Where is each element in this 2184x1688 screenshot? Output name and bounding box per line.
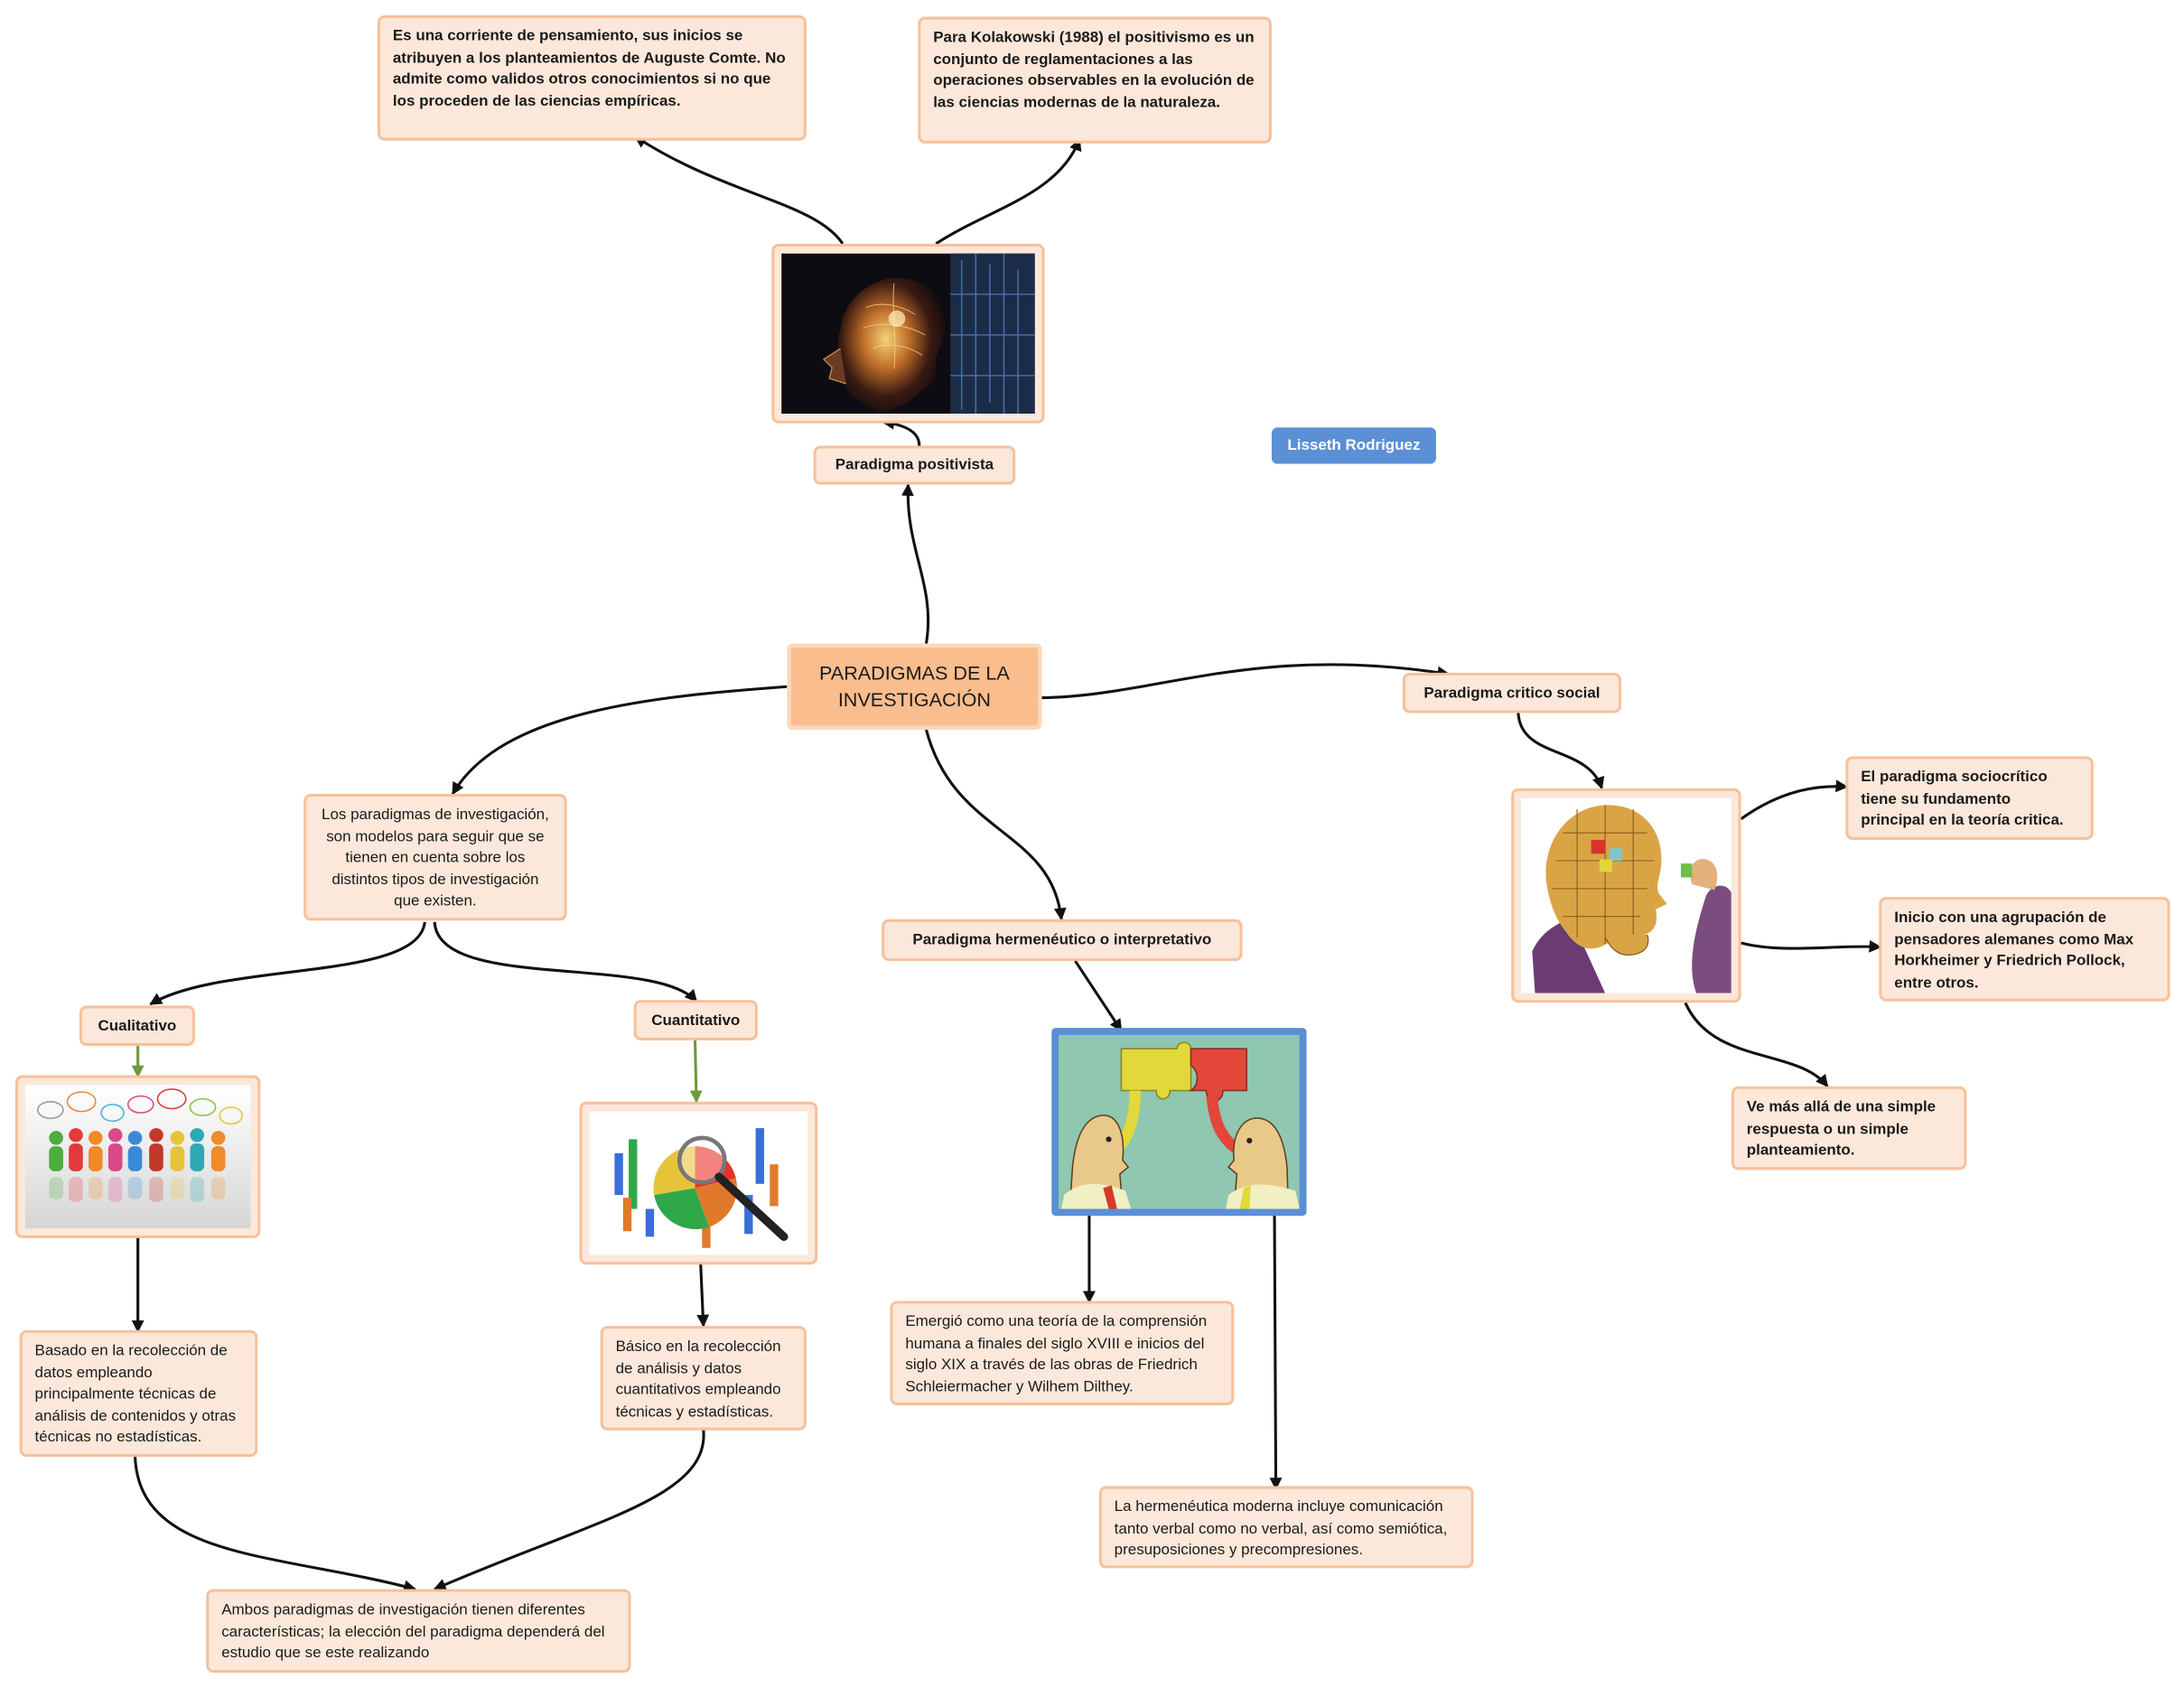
central-topic[interactable]: PARADIGMAS DE LA INVESTIGACIÓN xyxy=(787,643,1042,731)
cualitativo-label-text: Cualitativo xyxy=(98,1017,177,1035)
conclusion-note-text: Ambos paradigmas de investigación tienen… xyxy=(221,1601,605,1662)
cualitativo-note-text: Basado en la recolección de datos emplea… xyxy=(34,1342,237,1446)
conclusion-note[interactable]: Ambos paradigmas de investigación tienen… xyxy=(206,1589,631,1674)
hermeneutico-note-1[interactable]: Emergió como una teoría de la comprensió… xyxy=(890,1301,1235,1405)
hermeneutico-label-text: Paradigma hermenéutico o interpretativo xyxy=(912,931,1212,949)
central-topic-text: PARADIGMAS DE LA INVESTIGACIÓN xyxy=(818,661,1010,711)
puzzle-head-thinker-image xyxy=(1511,788,1741,1003)
brain-technology-image xyxy=(771,243,1045,424)
author-badge[interactable]: Lisseth Rodriguez xyxy=(1271,427,1436,464)
definicion-note[interactable]: Los paradigmas de investigación, son mod… xyxy=(303,793,567,921)
critico-note-2[interactable]: Inicio con una agrupación de pensadores … xyxy=(1879,897,2170,1002)
positivista-note-1[interactable]: Es una corriente de pensamiento, sus ini… xyxy=(377,14,807,141)
hermeneutico-note-2[interactable]: La hermenéutica moderna incluye comunica… xyxy=(1098,1486,1474,1569)
dialogue-puzzle-bubbles-image xyxy=(1051,1028,1307,1217)
dialogue-puzzle-illustration xyxy=(1058,1034,1300,1209)
definicion-note-text: Los paradigmas de investigación, son mod… xyxy=(322,806,549,909)
critico-note-1-text: El paradigma sociocrítico tiene su funda… xyxy=(1861,769,2064,829)
cuantitativo-label-text: Cuantitativo xyxy=(651,1012,741,1029)
critico-note-2-text: Inicio con una agrupación de pensadores … xyxy=(1894,909,2134,992)
brain-technology-illustration xyxy=(781,253,1035,415)
cuantitativo-note[interactable]: Básico en la recolección de análisis y d… xyxy=(600,1326,807,1431)
cualitativo-label[interactable]: Cualitativo xyxy=(79,1005,195,1047)
hermeneutico-note-1-text: Emergió como una teoría de la comprensió… xyxy=(905,1313,1208,1395)
critico-label[interactable]: Paradigma critico social xyxy=(1402,672,1622,713)
critico-note-3[interactable]: Ve más allá de una simple respuesta o un… xyxy=(1731,1086,1967,1170)
author-name: Lisseth Rodriguez xyxy=(1287,437,1421,454)
cuantitativo-note-text: Básico en la recolección de análisis y d… xyxy=(615,1338,781,1421)
charts-magnifier-image xyxy=(579,1101,818,1265)
cualitativo-note[interactable]: Basado en la recolección de datos emplea… xyxy=(19,1329,258,1458)
cuantitativo-label[interactable]: Cuantitativo xyxy=(633,1000,758,1040)
positivista-note-2-text: Para Kolakowski (1988) el positivismo es… xyxy=(933,29,1255,111)
charts-magnifier-illustration xyxy=(589,1111,808,1255)
positivista-label-text: Paradigma positivista xyxy=(835,456,994,474)
positivista-note-2[interactable]: Para Kolakowski (1988) el positivismo es… xyxy=(918,16,1272,144)
hermeneutico-note-2-text: La hermenéutica moderna incluye comunica… xyxy=(1114,1498,1448,1559)
positivista-note-1-text: Es una corriente de pensamiento, sus ini… xyxy=(392,27,786,110)
critico-label-text: Paradigma critico social xyxy=(1423,684,1601,702)
people-speech-bubbles-image xyxy=(14,1075,261,1238)
hermeneutico-label[interactable]: Paradigma hermenéutico o interpretativo xyxy=(882,919,1243,962)
puzzle-head-illustration xyxy=(1520,797,1731,993)
people-bubbles-illustration xyxy=(24,1085,251,1229)
critico-note-3-text: Ve más allá de una simple respuesta o un… xyxy=(1746,1098,1937,1160)
positivista-label[interactable]: Paradigma positivista xyxy=(813,445,1016,485)
critico-note-1[interactable]: El paradigma sociocrítico tiene su funda… xyxy=(1845,756,2094,840)
